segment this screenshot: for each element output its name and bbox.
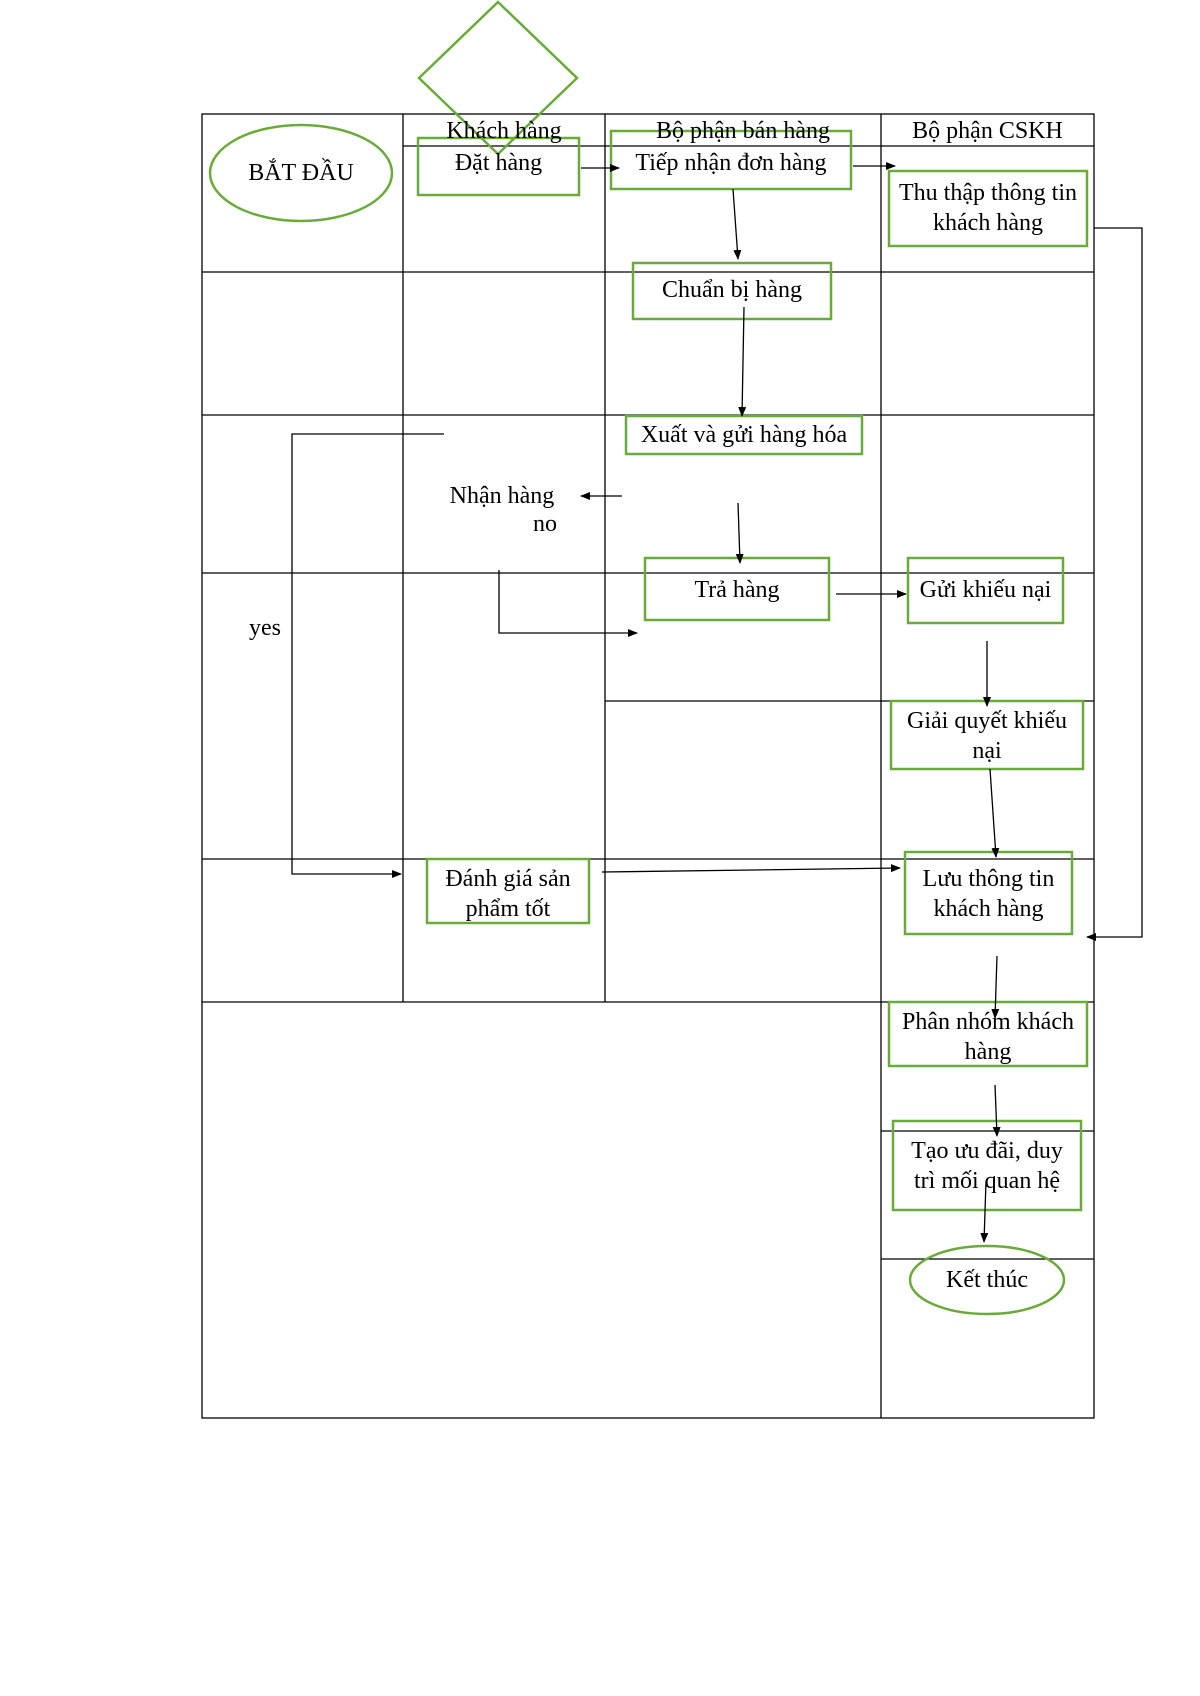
collect-info-label: Thu thập thông tin khách hàng [899,180,1077,236]
arrow-offers-to-end [980,1180,989,1243]
arrow-no-to-return [498,570,638,637]
resolve-complaint-label: Giải quyết khiếu nại [907,708,1067,764]
arrow-group-to-offers [992,1084,1001,1137]
save-info-box [903,850,1074,936]
save-info-label: Lưu thông tin khách hàng [922,866,1055,922]
arrow-prepare-to-ship [738,306,747,417]
offers-label: Tạo ưu đãi, duy trì mối quan hệ [911,1138,1063,1194]
group-customers-label: Phân nhóm khách hàng [902,1009,1074,1065]
rate-product-label: Đánh giá sản phẩm tốt [445,866,571,922]
prepare-goods-box [631,261,833,321]
send-complaint-box [906,556,1065,625]
offers-box [891,1119,1083,1212]
swimlane-grid [201,113,1095,1419]
arrow-rate-to-save [601,864,901,873]
arrow-receive-to-prepare [732,188,742,260]
place-order-label: Đặt hàng [454,150,543,176]
start-label: BẮT ĐẦU [248,160,354,186]
send-complaint-label: Gửi khiếu nại [919,577,1052,603]
receive-goods-label: Nhận hàng [449,483,555,509]
start-oval [208,123,394,223]
place-order-box [416,136,581,197]
arrow-resolve-to-save [989,768,1000,858]
grid-border [201,113,1095,1419]
lane-header-sales: Bộ phận bán hàng [656,118,830,144]
connectors [291,162,1143,1243]
return-goods-label: Trả hàng [694,577,780,603]
prepare-goods-label: Chuẩn bị hàng [662,277,802,303]
no-branch-label: no [533,511,557,537]
end-oval [908,1244,1066,1316]
end-label: Kết thúc [946,1267,1028,1293]
lane-header-cskh: Bộ phận CSKH [912,118,1063,144]
ship-goods-label: Xuất và gửi hàng hóa [640,422,848,448]
receive-order-box [609,129,853,191]
arrow-save-to-group [991,955,1000,1019]
group-customers-box [887,1000,1089,1068]
lane-header-customer: Khách hàng [446,118,562,144]
receive-order-label: Tiếp nhận đơn hàng [635,150,827,176]
arrow-to-return [735,502,744,564]
arrow-yes-to-rate [291,433,444,878]
collect-info-box [887,169,1089,248]
rate-product-box [425,857,591,925]
decision-diamond [417,0,579,156]
yes-branch-label: yes [249,615,281,641]
arrow-collect-to-save [1086,227,1143,941]
